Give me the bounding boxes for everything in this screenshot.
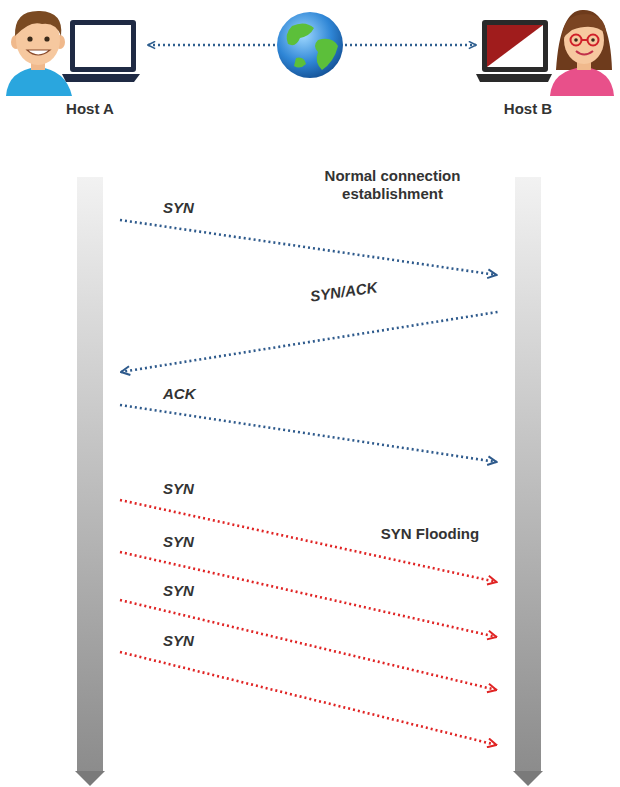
glasses-bridge xyxy=(581,39,588,41)
timeline-arrowhead xyxy=(75,771,105,787)
continent xyxy=(315,39,338,70)
laptop-screen xyxy=(70,20,136,72)
timeline-bar xyxy=(515,177,541,771)
message-arrow xyxy=(120,652,497,745)
laptop-base xyxy=(476,74,552,82)
host-a-icon xyxy=(6,11,140,96)
glasses xyxy=(571,35,582,46)
hair xyxy=(562,14,606,40)
smile xyxy=(27,50,50,55)
host-label: Host B xyxy=(500,100,557,117)
continent xyxy=(294,58,306,68)
message-label: ACK xyxy=(163,385,196,403)
phase-label: SYN Flooding xyxy=(355,525,505,543)
host-label: Host A xyxy=(62,100,118,117)
message-label: SYN xyxy=(163,480,194,498)
message-arrow xyxy=(120,552,497,637)
timeline-arrowhead xyxy=(513,771,543,787)
hair-back xyxy=(556,10,612,70)
phase-label: Normal connection establishment xyxy=(300,167,485,203)
laptop-display xyxy=(75,25,131,67)
message-label: SYN xyxy=(163,199,194,217)
message-label: SYN xyxy=(163,533,194,551)
message-arrow xyxy=(120,405,497,462)
laptop-base xyxy=(62,74,140,82)
timeline-bar xyxy=(77,177,103,771)
shirt xyxy=(6,67,72,96)
arrowhead xyxy=(513,771,543,786)
message-arrow xyxy=(121,312,498,372)
eye xyxy=(27,36,32,41)
network-link xyxy=(345,44,476,47)
smile xyxy=(576,51,593,55)
eye xyxy=(574,38,578,42)
message-arrow xyxy=(120,600,497,690)
host-b-icon xyxy=(476,10,614,96)
arrowhead xyxy=(75,771,105,786)
eye xyxy=(44,36,49,41)
host-lifeline: Host A xyxy=(62,100,118,787)
glasses xyxy=(588,35,599,46)
internet-globe xyxy=(148,12,476,78)
hair xyxy=(15,11,61,36)
continent xyxy=(287,23,314,45)
shirt xyxy=(550,67,614,96)
laptop-display-shade xyxy=(487,25,543,67)
host-lifeline: Host B xyxy=(500,100,557,787)
message-label: SYN xyxy=(163,582,194,600)
globe xyxy=(277,12,343,78)
laptop-screen xyxy=(482,20,548,72)
network-link xyxy=(148,44,275,47)
message-label: SYN/ACK xyxy=(309,278,378,305)
message-arrow xyxy=(120,220,497,275)
message-label: SYN xyxy=(163,632,194,650)
laptop-display xyxy=(487,25,543,67)
eye xyxy=(591,38,595,42)
